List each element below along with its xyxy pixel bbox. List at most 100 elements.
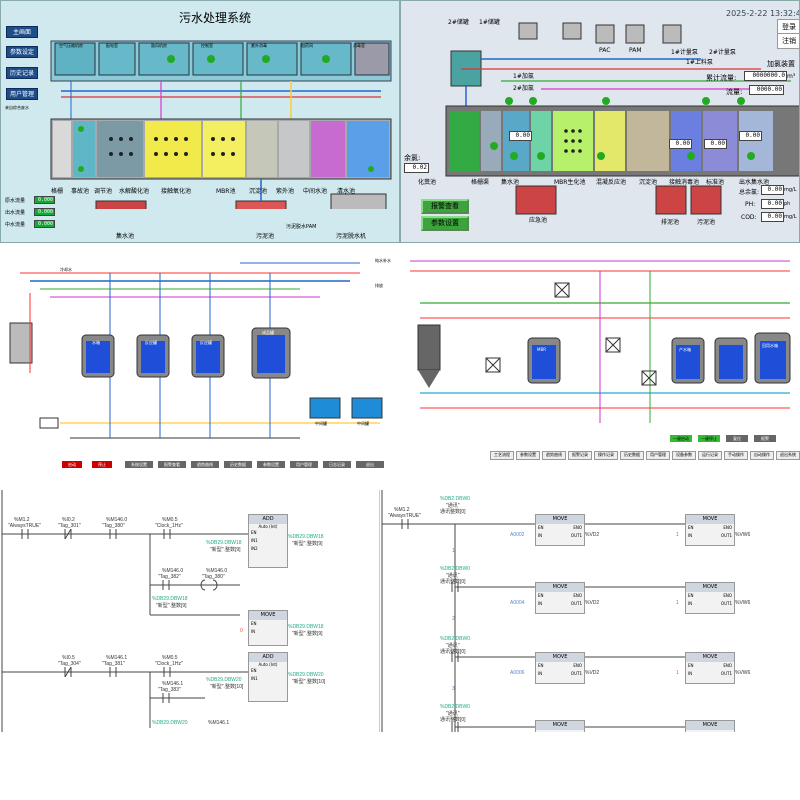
en-label: EN (688, 525, 694, 530)
move-block[interactable]: MOVE EN ENO IN OUT1 (685, 652, 735, 684)
trend-button[interactable]: 趋势曲线 (191, 461, 219, 468)
nav-button[interactable]: 用户管理 (646, 451, 670, 460)
alarm-button[interactable]: 报警查看 (158, 461, 186, 468)
nav-button[interactable]: 手动操作 (724, 451, 748, 460)
contact-address: %M1.2 (14, 517, 30, 523)
param-settings-button[interactable]: 参数设置 (421, 216, 469, 231)
reset-button[interactable]: 复位 (726, 435, 748, 442)
nav-button[interactable]: 历史数据 (620, 451, 644, 460)
branch-address: %M146.0 (162, 568, 184, 574)
move-block[interactable]: MOVE EN ENO IN OUT1 (535, 652, 585, 684)
system-settings-button[interactable]: 系统设置 (125, 461, 153, 468)
panel-mbr-process: MBR 产水箱 回用水箱 一键启动 一键停止 复位 报警 工艺流程 参数设置 趋… (400, 243, 800, 490)
readout-unit: mg/L (784, 214, 797, 220)
in-label: IN (688, 601, 693, 606)
contact-tag: "Tag_381" (102, 661, 125, 667)
log-button[interactable]: 日志记录 (323, 461, 351, 468)
contact-address: %M0.5 (162, 655, 178, 661)
move-in: A0004 (510, 600, 525, 606)
coil-tag: "Tag_380" (202, 574, 225, 580)
move-out: %VD2 (585, 670, 600, 676)
out1-label: OUT1 (720, 533, 732, 538)
tank-label: 混凝反应池 (596, 179, 627, 186)
pit-label: 应急池 (529, 217, 548, 224)
one-key-stop-button[interactable]: 一键停止 (698, 435, 720, 442)
pipe-label: 冷却水 (60, 267, 72, 272)
move-block[interactable]: MOVE EN IN (248, 610, 288, 646)
block-name: MOVE (686, 583, 734, 592)
readout-label: PH: (745, 201, 756, 208)
nav-main-button[interactable]: 主画面 (6, 26, 38, 38)
stop-button[interactable]: 停止 (92, 461, 112, 468)
eno-label: ENO (723, 663, 732, 668)
add-block[interactable]: ADD Auto (Int) EN IN1 (248, 652, 288, 702)
tank-label: 出水集水池 (739, 179, 770, 186)
out-address: %DB29.DBW18 (288, 534, 324, 540)
nav-button[interactable]: 自动操作 (750, 451, 774, 460)
room-label: 消毒室 (353, 43, 365, 48)
tank-label: 水解酸化池 (119, 188, 150, 195)
contact-tag: "Tag_380" (102, 523, 125, 529)
tank-label: MBR池 (216, 188, 236, 195)
alarm-view-button[interactable]: 报警查看 (421, 199, 469, 214)
nav-params-button[interactable]: 参数设定 (6, 46, 38, 58)
in1-address: %DB29.DBW18 (206, 540, 242, 546)
block-name: MOVE (536, 515, 584, 524)
tank-value: 0.00 (509, 131, 532, 141)
nav-history-button[interactable]: 历史记录 (6, 67, 38, 79)
nav-button[interactable]: 参数设置 (516, 451, 540, 460)
logout-button[interactable]: 注销 (777, 33, 799, 49)
nav-button[interactable]: 趋势曲线 (542, 451, 566, 460)
en-label: EN (688, 593, 694, 598)
nav-button[interactable]: 设备参数 (672, 451, 696, 460)
in-label: IN (538, 533, 543, 538)
en-label: EN (538, 593, 544, 598)
readout-label: 总余氯: (739, 189, 760, 196)
nav-button[interactable]: 操作记录 (594, 451, 618, 460)
en-label: EN (538, 525, 544, 530)
move-block[interactable]: MOVE EN ENO IN OUT1 (535, 582, 585, 614)
move-block[interactable]: MOVE EN ENO IN OUT1 (535, 514, 585, 546)
move-block[interactable]: MOVE (535, 720, 585, 732)
history-button[interactable]: 历史数据 (224, 461, 252, 468)
move-block[interactable]: MOVE (685, 720, 735, 732)
exit-button[interactable]: 退出 (356, 461, 384, 468)
move-block[interactable]: MOVE EN ENO IN OUT1 (685, 582, 735, 614)
params-button[interactable]: 参数设置 (257, 461, 285, 468)
block-name: ADD (249, 515, 287, 524)
tank-label: 调节池 (94, 188, 113, 195)
move-in: 1 (676, 600, 679, 606)
tank-label: MBR (537, 347, 546, 352)
in1-tag: "新型".整数[10] (210, 684, 244, 690)
out1-label: OUT1 (720, 671, 732, 676)
add-block[interactable]: ADD Auto (Int) EN IN1 IN2 (248, 514, 288, 568)
readout-unit: mg/L (784, 187, 797, 193)
move-in-value: 0 (240, 628, 243, 634)
move-block[interactable]: MOVE EN ENO IN OUT1 (685, 514, 735, 546)
nav-button[interactable]: 退出系统 (776, 451, 800, 460)
move-out: %VW6 (735, 670, 751, 676)
readout-label: 出水流量 (5, 210, 26, 216)
nav-button[interactable]: 报警记录 (568, 451, 592, 460)
nav-button[interactable]: 运行记录 (698, 451, 722, 460)
db-address: %DB2.DBW0 (440, 704, 471, 710)
room-label: 配电室 (106, 43, 118, 48)
branch-db-tag: "新型".整数[9] (156, 603, 187, 609)
in-label: IN (538, 601, 543, 606)
room-label: 控制室 (201, 43, 213, 48)
flow-total-value: 0000000.0 (744, 71, 787, 81)
start-button[interactable]: 启动 (62, 461, 82, 468)
nav-button[interactable]: 工艺流程 (490, 451, 514, 460)
users-button[interactable]: 用户管理 (290, 461, 318, 468)
alarm-button[interactable]: 报警 (754, 435, 776, 442)
db-tag: 通讯整数[0] (440, 649, 466, 655)
one-key-start-button[interactable]: 一键启动 (670, 435, 692, 442)
flow-total-label: 累计流量: (706, 74, 737, 82)
in-label: IN (688, 671, 693, 676)
tank-label: 中间水池 (303, 188, 328, 195)
equip-label: 1#储罐 (479, 19, 500, 26)
db-address: %DB2.DBW0 (440, 636, 471, 642)
out-tag: "新型".整数[9] (292, 541, 323, 547)
nav-users-button[interactable]: 用户管理 (6, 88, 38, 100)
tank-label: 沉淀池 (639, 179, 658, 186)
